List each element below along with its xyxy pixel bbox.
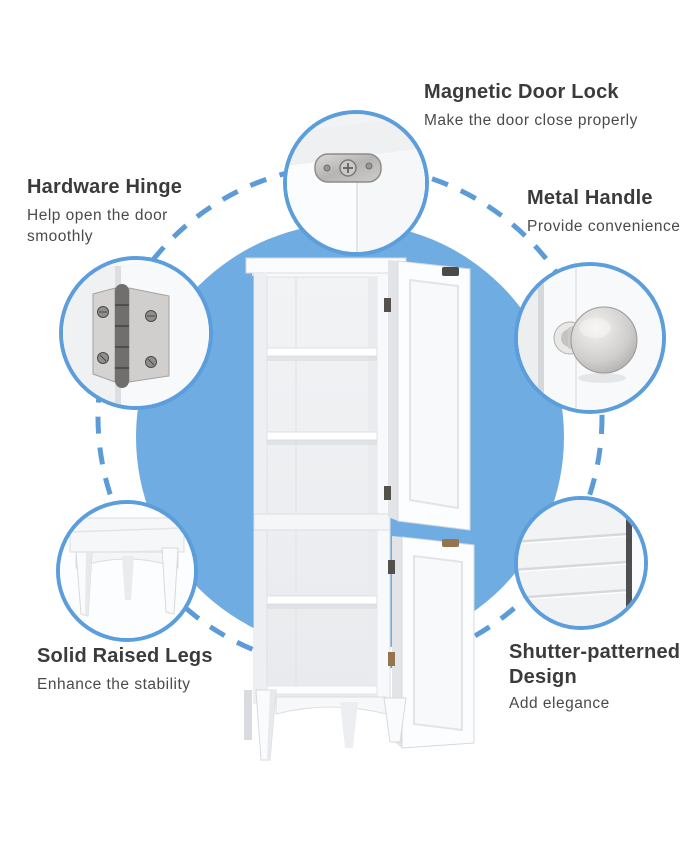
magnetic-lock-photo-bubble — [283, 110, 429, 256]
magnetic-lock-plate — [442, 267, 459, 276]
callout-title: Metal Handle — [527, 187, 653, 209]
callout-metal-handle: Metal Handle Provide convenience — [527, 186, 680, 238]
callout-description: Enhance the stability — [37, 676, 191, 693]
callout-description: Help open the door smoothly — [27, 207, 168, 245]
callout-description: Add elegance — [509, 695, 610, 712]
cabinet-shelves — [253, 347, 391, 695]
callout-title: Magnetic Door Lock — [424, 81, 619, 103]
door-knob-photo — [518, 266, 662, 410]
lower-open-door — [388, 536, 475, 749]
hinge-photo-bubble — [59, 256, 213, 410]
raised-legs-photo-bubble — [56, 500, 198, 642]
callout-title: Hardware Hinge — [27, 176, 183, 198]
callout-magnetic-door-lock: Magnetic Door Lock Make the door close p… — [424, 80, 638, 132]
callout-shutter-patterned-design: Shutter-patterned Design Add elegance — [509, 640, 700, 715]
shutter-panel-photo-bubble — [514, 496, 648, 630]
hinge-screws — [97, 306, 157, 368]
door-latch — [442, 539, 459, 547]
cabinet-legs — [244, 689, 407, 761]
storage-cabinet-illustration — [244, 257, 475, 761]
callout-hardware-hinge: Hardware Hinge Help open the door smooth… — [27, 175, 197, 248]
raised-legs-photo — [60, 504, 194, 638]
cabinet-carcass — [253, 272, 391, 704]
magnetic-lock-photo — [287, 114, 425, 252]
shutter-slats — [518, 530, 644, 602]
callout-title: Solid Raised Legs — [37, 645, 213, 667]
callout-description: Provide convenience — [527, 218, 681, 235]
callout-title: Shutter-patterned Design — [509, 641, 681, 688]
hinge-photo — [63, 260, 209, 406]
upper-open-door — [384, 260, 471, 531]
callout-description: Make the door close properly — [424, 112, 638, 129]
callout-solid-raised-legs: Solid Raised Legs Enhance the stability — [37, 644, 213, 696]
door-knob-photo-bubble — [514, 262, 666, 414]
shutter-panel-photo — [518, 500, 644, 626]
